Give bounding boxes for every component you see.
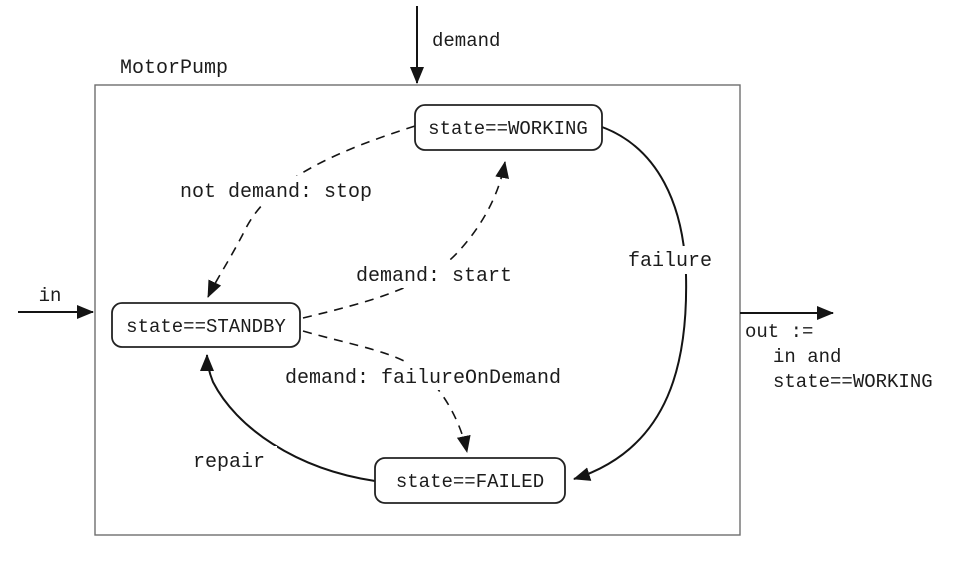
output-expression-line1: out := [745,321,813,343]
input-in-label: in [39,285,62,307]
label-bg-start [346,260,522,288]
output-expression-line2: in and [773,346,841,368]
label-bg-stop [168,176,384,204]
input-demand-label: demand [432,30,500,52]
state-standby-label: state==STANDBY [126,316,286,338]
transition-demand-failure-on-demand-label: demand: failureOnDemand [285,367,561,390]
transition-repair-label: repair [193,451,265,474]
label-bg-repair [181,446,277,474]
state-working-box [414,104,603,151]
label-bg-failure-on-demand [270,362,576,390]
motorpump-frame [94,84,741,536]
transition-failure-path [573,126,688,481]
state-failed-box [374,457,566,504]
transition-not-demand-stop-path [207,125,416,298]
state-working-label: state==WORKING [428,118,588,140]
component-title: MotorPump [120,57,228,80]
transition-demand-start-path [302,161,510,319]
transition-not-demand-stop-label: not demand: stop [180,181,372,204]
transition-demand-failure-on-demand-path [302,330,471,453]
label-bg-failure [620,246,720,274]
transition-failure-label: failure [628,250,712,273]
output-expression-line3: state==WORKING [773,371,933,393]
transition-repair-path [200,354,376,482]
state-standby-box [111,302,301,348]
transition-demand-start-label: demand: start [356,265,512,288]
state-failed-label: state==FAILED [396,471,544,493]
